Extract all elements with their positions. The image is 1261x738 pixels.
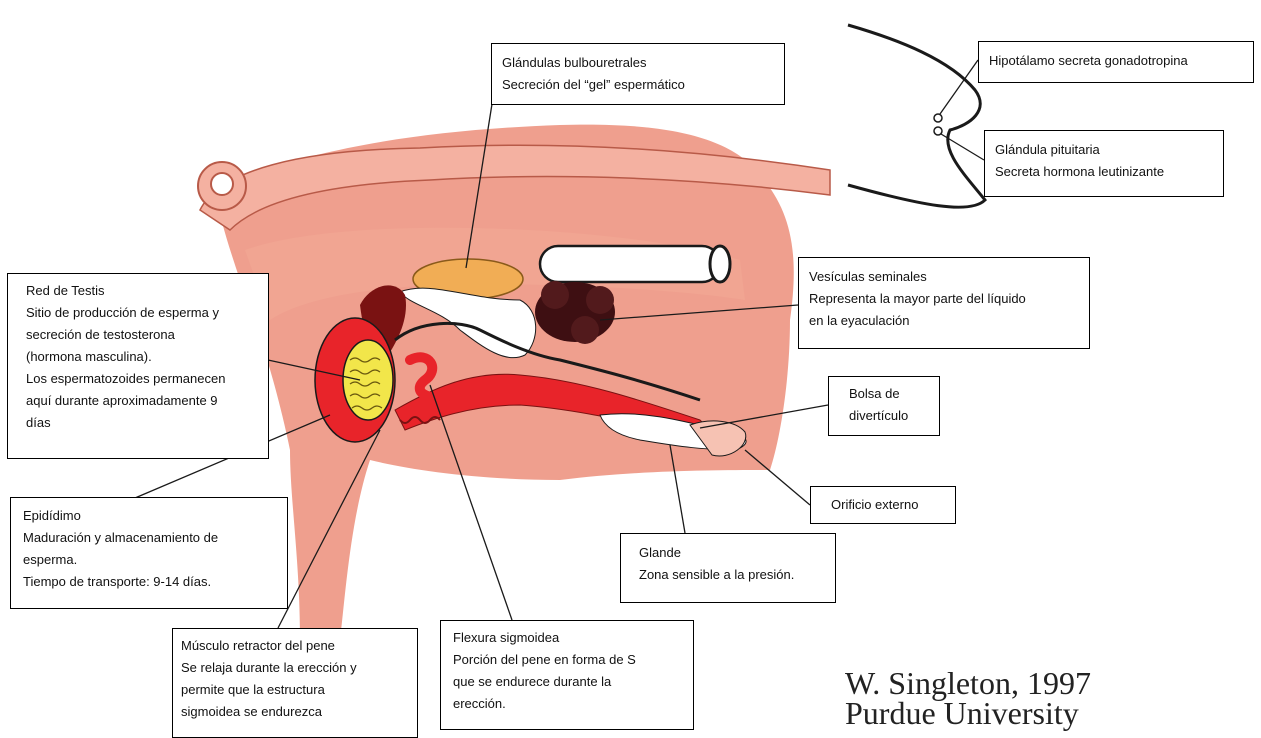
retractor-line-3: sigmoidea se endurezca — [181, 701, 409, 723]
rete-testis-line-1: Sitio de producción de esperma y — [26, 302, 258, 324]
seminal-vesicles-line-1: Representa la mayor parte del líquido — [809, 288, 1079, 310]
bulbourethral-title: Glándulas bulbouretrales — [502, 52, 774, 74]
retractor-title: Músculo retractor del pene — [181, 635, 409, 657]
seminal-vesicles-line-2: en la eyaculación — [809, 310, 1079, 332]
sigmoid-line-2: que se endurece durante la — [453, 671, 683, 693]
pituitary-dot — [934, 127, 942, 135]
seminal-vesicles-title: Vesículas seminales — [809, 266, 1079, 288]
sigmoid-line-1: Porción del pene en forma de S — [453, 649, 683, 671]
sigmoid-title: Flexura sigmoidea — [453, 627, 683, 649]
rete-testis-title: Red de Testis — [26, 280, 258, 302]
label-retractor-muscle: Músculo retractor del pene Se relaja dur… — [172, 628, 418, 738]
seminal-vesicle-lobe — [586, 286, 614, 314]
rectum-tube — [540, 246, 720, 282]
rectum-opening — [710, 246, 730, 282]
rete-testis-line-6: días — [26, 412, 258, 434]
label-epididymis: Epidídimo Maduración y almacenamiento de… — [10, 497, 288, 609]
label-seminal-vesicles: Vesículas seminales Representa la mayor … — [798, 257, 1090, 349]
label-glans: Glande Zona sensible a la presión. — [620, 533, 836, 603]
retractor-line-1: Se relaja durante la erección y — [181, 657, 409, 679]
label-sigmoid-flexure: Flexura sigmoidea Porción del pene en fo… — [440, 620, 694, 730]
diverticulum-line-2: divertículo — [849, 405, 929, 427]
pituitary-title: Glándula pituitaria — [995, 139, 1213, 161]
epididymis-line-1: Maduración y almacenamiento de — [23, 527, 277, 549]
label-external-orifice: Orificio externo — [810, 486, 956, 524]
hypothalamus-dot — [934, 114, 942, 122]
sigmoid-line-3: erección. — [453, 693, 683, 715]
epididymis-line-3: Tiempo de transporte: 9-14 días. — [23, 571, 277, 593]
credit-text: W. Singleton, 1997 Purdue University — [845, 668, 1091, 728]
label-rete-testis: Red de Testis Sitio de producción de esp… — [7, 273, 269, 459]
leader-external-orifice — [745, 450, 810, 505]
seminal-vesicle-lobe — [571, 316, 599, 344]
label-diverticulum-pouch: Bolsa de divertículo — [828, 376, 940, 436]
testis-body — [343, 340, 393, 420]
epididymis-line-2: esperma. — [23, 549, 277, 571]
diverticulum-line-1: Bolsa de — [849, 383, 929, 405]
epididymis-title: Epidídimo — [23, 505, 277, 527]
rete-testis-line-2: secreción de testosterona — [26, 324, 258, 346]
retractor-line-2: permite que la estructura — [181, 679, 409, 701]
rete-testis-line-5: aquí durante aproximadamente 9 — [26, 390, 258, 412]
external-orifice-title: Orificio externo — [831, 494, 945, 516]
rete-testis-line-3: (hormona masculina). — [26, 346, 258, 368]
seminal-vesicle-lobe — [541, 281, 569, 309]
glans-desc: Zona sensible a la presión. — [639, 564, 825, 586]
credit-institution: Purdue University — [845, 698, 1091, 728]
label-pituitary-gland: Glándula pituitaria Secreta hormona leut… — [984, 130, 1224, 197]
bulbourethral-desc: Secreción del “gel” espermático — [502, 74, 774, 96]
label-hypothalamus: Hipotálamo secreta gonadotropina — [978, 41, 1254, 83]
coil-loop-inner — [211, 173, 233, 195]
rete-testis-line-4: Los espermatozoides permanecen — [26, 368, 258, 390]
label-bulbourethral-glands: Glándulas bulbouretrales Secreción del “… — [491, 43, 785, 105]
pituitary-desc: Secreta hormona leutinizante — [995, 161, 1213, 183]
hypothalamus-title: Hipotálamo secreta gonadotropina — [989, 50, 1243, 72]
credit-author: W. Singleton, 1997 — [845, 668, 1091, 698]
glans-title: Glande — [639, 542, 825, 564]
